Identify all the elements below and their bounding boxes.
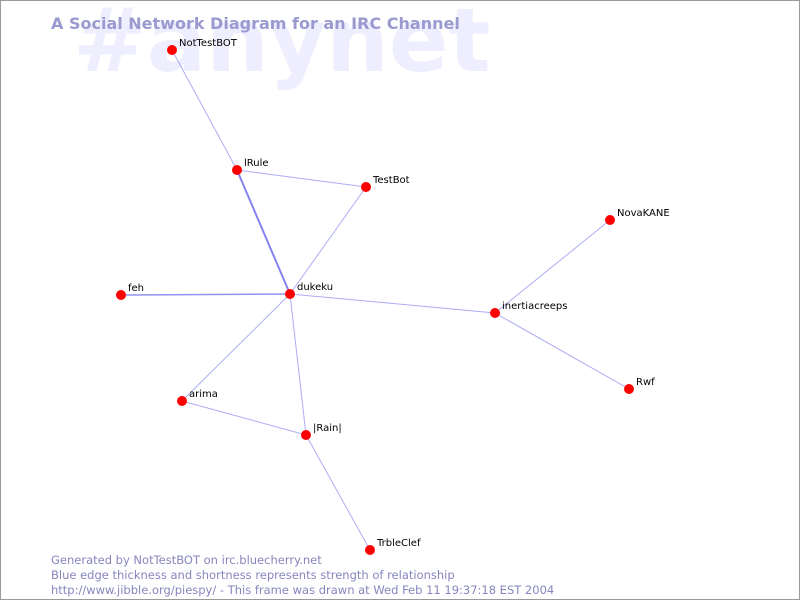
edge-dukeku-rain (289, 293, 307, 436)
node-novakane[interactable]: NovaKANE (605, 208, 670, 225)
node-dot[interactable] (605, 215, 615, 225)
channel-watermark: #anynet (73, 0, 491, 92)
node-nottestbot[interactable]: NotTestBOT (167, 38, 238, 55)
node-dot[interactable] (285, 289, 295, 299)
node-dot[interactable] (490, 308, 500, 318)
edge-dukeku-arima (181, 293, 291, 402)
node-dot[interactable] (116, 290, 126, 300)
node-label: inertiacreeps (502, 301, 567, 312)
node-dot[interactable] (301, 430, 311, 440)
node-trbleclef[interactable]: TrbleClef (365, 538, 421, 555)
node-dot[interactable] (365, 545, 375, 555)
footer-url-timestamp[interactable]: http://www.jibble.org/piespy/ - This fra… (51, 583, 555, 597)
node-label: NotTestBOT (179, 38, 238, 49)
footer: Generated by NotTestBOT on irc.bluecherr… (51, 553, 554, 598)
node-rwf[interactable]: Rwf (624, 377, 655, 394)
edge-dukeku-inertiacreeps (289, 293, 496, 314)
node-testbot[interactable]: TestBot (361, 175, 410, 192)
node-dot[interactable] (624, 384, 634, 394)
node-rain[interactable]: |Rain| (301, 423, 342, 440)
edge-nottestbot-lrule (171, 49, 238, 171)
edge-lrule-dukeku (236, 169, 291, 295)
edge-arima-rain (181, 400, 307, 436)
footer-legend-note: Blue edge thickness and shortness repres… (51, 568, 455, 582)
node-label: Rwf (636, 377, 655, 388)
node-dot[interactable] (177, 396, 187, 406)
node-label: TestBot (372, 175, 410, 186)
node-label: arima (189, 389, 218, 400)
node-inertiacreeps[interactable]: inertiacreeps (490, 301, 567, 318)
edge-feh-dukeku (120, 293, 291, 296)
diagram-title: A Social Network Diagram for an IRC Chan… (51, 14, 460, 33)
edge-rain-trbleclef (305, 434, 371, 551)
node-arima[interactable]: arima (177, 389, 218, 406)
edge-lrule-testbot (236, 169, 367, 188)
node-label: |Rain| (313, 423, 342, 434)
node-dot[interactable] (167, 45, 177, 55)
node-label: TrbleClef (376, 538, 421, 549)
edge-inertiacreeps-novakane (494, 219, 611, 314)
edge-inertiacreeps-rwf (494, 312, 630, 390)
footer-generated-by: Generated by NotTestBOT on irc.bluecherr… (51, 553, 322, 567)
node-label: feh (128, 283, 144, 294)
node-dot[interactable] (361, 182, 371, 192)
node-lrule[interactable]: lRule (232, 158, 269, 175)
node-dot[interactable] (232, 165, 242, 175)
node-label: dukeku (297, 282, 333, 293)
edge-testbot-dukeku (289, 186, 367, 295)
edges-layer (120, 49, 630, 551)
node-feh[interactable]: feh (116, 283, 144, 300)
node-label: NovaKANE (617, 208, 670, 219)
node-dukeku[interactable]: dukeku (285, 282, 333, 299)
node-label: lRule (244, 158, 269, 169)
